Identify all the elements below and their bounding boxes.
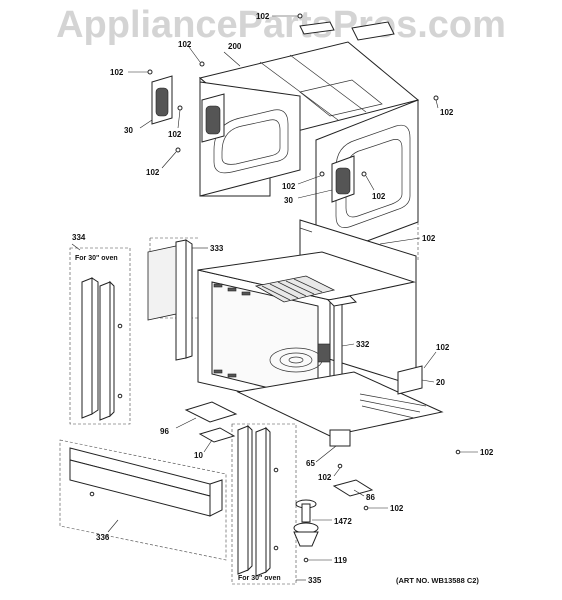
vent-plate-right: [201, 93, 355, 203]
callout-102: 102: [178, 40, 192, 49]
leader-lines: [71, 15, 478, 581]
callout-333: 333: [210, 244, 224, 253]
broil-grill: [254, 275, 336, 303]
side-insulation: [147, 245, 177, 321]
callout-1472: 1472: [334, 517, 352, 526]
panel-note-bottom: For 30" oven: [238, 575, 281, 582]
vent-plate-left: [151, 75, 173, 125]
fan-assembly: [293, 429, 461, 563]
callout-102: 102: [168, 130, 182, 139]
callout-65: 65: [306, 459, 315, 468]
callout-30: 30: [284, 196, 293, 205]
side-trim-333: [175, 239, 193, 361]
callout-102: 102: [440, 108, 454, 117]
callout-102: 102: [146, 168, 160, 177]
art-number: (ART NO. WB13588 C2): [396, 576, 479, 585]
door-trim-kit-335: [231, 423, 297, 585]
screws-top: [147, 13, 439, 177]
door-trim-kit-334: [69, 247, 131, 425]
bottom-trim-336: [59, 439, 227, 561]
oven-cavity: [197, 219, 444, 437]
callout-102: 102: [256, 12, 270, 21]
callout-335: 335: [308, 576, 322, 585]
callout-102: 102: [282, 182, 296, 191]
callout-30: 30: [124, 126, 133, 135]
callout-102: 102: [390, 504, 404, 513]
callout-334: 334: [72, 233, 86, 242]
callout-119: 119: [334, 556, 347, 565]
callout-336: 336: [96, 533, 110, 542]
callout-86: 86: [366, 493, 375, 502]
callout-102: 102: [436, 343, 450, 352]
panel-note-left: For 30" oven: [75, 255, 118, 262]
callout-102: 102: [318, 473, 332, 482]
small-plates: [184, 401, 238, 443]
callout-10: 10: [194, 451, 203, 460]
callout-96: 96: [160, 427, 169, 436]
callout-332: 332: [356, 340, 370, 349]
callout-102: 102: [110, 68, 124, 77]
callout-102: 102: [480, 448, 494, 457]
callout-20: 20: [436, 378, 445, 387]
callout-102: 102: [422, 234, 436, 243]
callout-labels: 102 102 102 200 30 102 102 102 102 102 3…: [72, 12, 494, 585]
callout-102: 102: [372, 192, 386, 201]
callout-200: 200: [228, 42, 242, 51]
